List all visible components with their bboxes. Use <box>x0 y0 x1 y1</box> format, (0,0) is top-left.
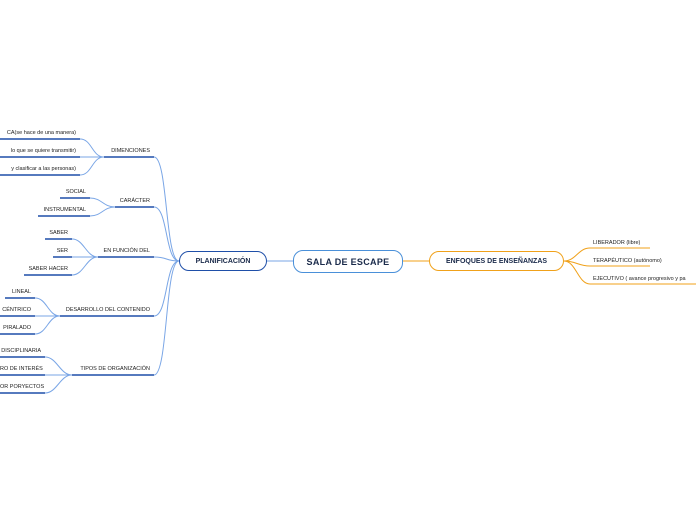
connector-left-1 <box>153 206 180 262</box>
connector-right-0 <box>563 247 650 262</box>
leaf-por-proyectos[interactable]: OR PORYECTOS <box>0 384 45 390</box>
connector-left-4 <box>153 260 180 376</box>
connector-leaf-2-0 <box>71 238 99 258</box>
leaf-piralado[interactable]: PIRALADO <box>3 325 31 331</box>
connector-leaf-4-0 <box>44 356 73 376</box>
leaf-centrico[interactable]: CÉNTRICO <box>2 307 31 313</box>
subtopic-dimenciones[interactable]: DIMENCIONES <box>111 148 150 154</box>
connector-right-2 <box>563 260 696 285</box>
topic-enfoques[interactable]: ENFOQUES DE ENSEÑANZAS <box>429 251 564 271</box>
connector-leaf-2-2 <box>71 256 99 276</box>
connector-leaf-4-2 <box>44 374 73 394</box>
subtopic-desarrollo-del-contenido[interactable]: DESARROLLO DEL CONTENIDO <box>65 307 150 313</box>
connector-leaf-1-1 <box>89 206 116 217</box>
subtopic-tipos-de-organizacion[interactable]: TIPOS DE ORGANIZACIÓN <box>80 366 150 372</box>
leaf-centro-de-interes[interactable]: RO DE INTERÉS <box>0 366 43 372</box>
leaf-dimenciones-1[interactable]: CA(se hace de una manera) <box>6 130 76 136</box>
leaf-disciplinaria[interactable]: DISCIPLINARIA <box>1 348 41 354</box>
leaf-lineal[interactable]: LINEAL <box>12 289 31 295</box>
connector-left-3 <box>153 260 180 317</box>
leaf-saber[interactable]: SABER <box>49 230 68 236</box>
leaf-ser[interactable]: SER <box>56 248 68 254</box>
leaf-instrumental[interactable]: INSTRUMENTAL <box>43 207 86 213</box>
connector-leaf-3-0 <box>34 297 61 317</box>
connector-leaf-3-2 <box>34 315 61 335</box>
subtopic-terapeutico[interactable]: TERAPÉUTICO (autónomo) <box>593 258 662 264</box>
connector-leaf-0-2 <box>79 156 105 176</box>
connector-leaf-1-0 <box>89 197 116 208</box>
topic-planificacion[interactable]: PLANIFICACIÓN <box>179 251 267 271</box>
connector-left-2 <box>153 256 180 262</box>
subtopic-en-funcion-del[interactable]: EN FUNCIÓN DEL <box>103 248 150 254</box>
leaf-social[interactable]: SOCIAL <box>65 189 86 195</box>
leaf-dimenciones-2[interactable]: lo que se quiere transmitir) <box>10 148 76 154</box>
leaf-dimenciones-3[interactable]: y clasificar a las personas) <box>11 166 76 172</box>
leaf-saber-hacer[interactable]: SABER HACER <box>28 266 68 272</box>
subtopic-ejecutivo[interactable]: EJECUTIVO ( avance progresivo y pa <box>593 276 686 282</box>
subtopic-liberador[interactable]: LIBERADOR (libre) <box>593 240 641 246</box>
subtopic-caracter[interactable]: CARÁCTER <box>119 198 150 204</box>
connector-left-0 <box>153 156 180 262</box>
connector-leaf-0-0 <box>79 138 105 158</box>
central-topic[interactable]: SALA DE ESCAPE <box>293 250 403 273</box>
